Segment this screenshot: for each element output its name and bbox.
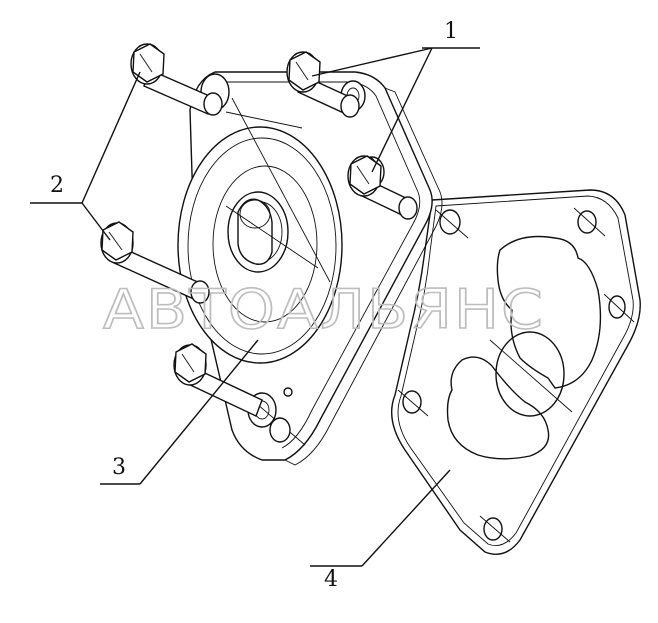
gasket-passage-upper — [496, 235, 602, 389]
callout-1: 1 — [444, 19, 458, 44]
bolt-part-1-right — [347, 155, 418, 220]
callout-2: 2 — [50, 173, 64, 198]
gasket-bolt-hole — [435, 209, 469, 239]
pump-housing-part-3 — [177, 71, 443, 466]
bolt-bottom-left — [173, 343, 263, 417]
gasket-bolt-hole — [397, 389, 429, 417]
gasket-bolt-hole — [479, 515, 511, 543]
callout-3: 3 — [112, 455, 126, 480]
gasket-part-4 — [391, 189, 641, 555]
gasket-bolt-hole — [573, 207, 606, 237]
bolt-part-1-top — [286, 51, 360, 118]
bolt-part-2-lower — [100, 221, 210, 304]
gasket-center-bore — [495, 331, 565, 417]
callout-4: 4 — [324, 567, 338, 592]
gasket-passage-lower — [446, 356, 550, 460]
watermark-text: АВТОАЛЬЯНС — [103, 278, 545, 341]
leader-lines — [30, 47, 480, 567]
gasket-bolt-hole — [603, 293, 635, 323]
